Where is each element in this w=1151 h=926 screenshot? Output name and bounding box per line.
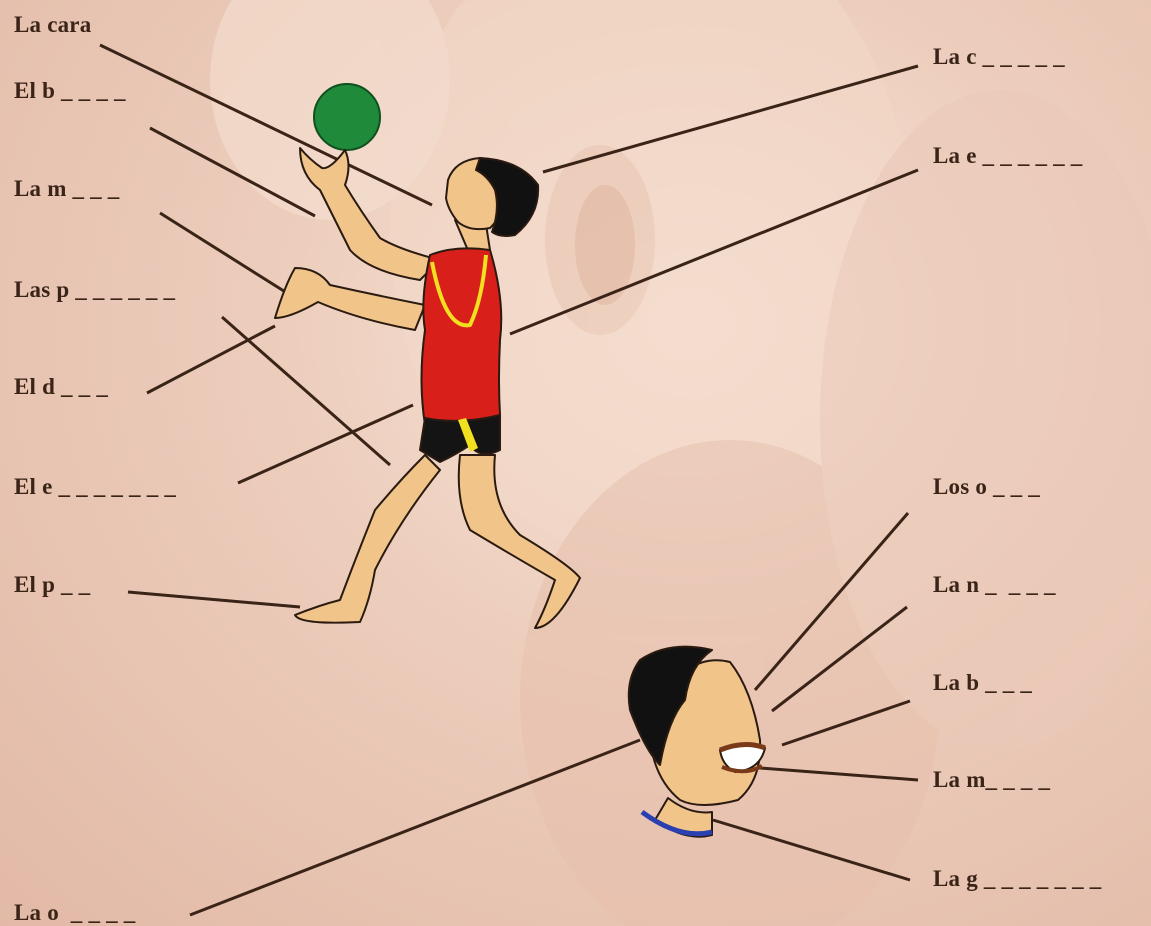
line-estomago	[238, 405, 413, 483]
line-pie	[128, 592, 300, 607]
label-cabeza: La c _ _ _ _ _	[933, 44, 1065, 70]
label-brazo: El b _ _ _ _	[14, 78, 126, 104]
label-cara: La cara	[14, 12, 91, 38]
label-palmas: Las p _ _ _ _ _ _	[14, 277, 175, 303]
label-ojos: Los o _ _ _	[933, 474, 1040, 500]
label-boca: La b _ _ _	[933, 670, 1032, 696]
label-estomago: El e _ _ _ _ _ _ _	[14, 474, 176, 500]
line-dedo	[147, 326, 275, 393]
label-pie: El p _ _	[14, 572, 90, 598]
label-muela: La m_ _ _ _	[933, 767, 1050, 793]
label-nariz: La n _ _ _ _	[933, 572, 1056, 598]
label-dedo: El d _ _ _	[14, 374, 108, 400]
back-leg	[295, 455, 440, 623]
ball	[314, 84, 380, 150]
line-mano	[160, 213, 287, 293]
label-garganta: La g _ _ _ _ _ _ _	[933, 866, 1101, 892]
label-espalda: La e _ _ _ _ _ _	[933, 143, 1083, 169]
label-mano: La m _ _ _	[14, 176, 120, 202]
label-oreja: La o _ _ _ _	[14, 900, 135, 926]
